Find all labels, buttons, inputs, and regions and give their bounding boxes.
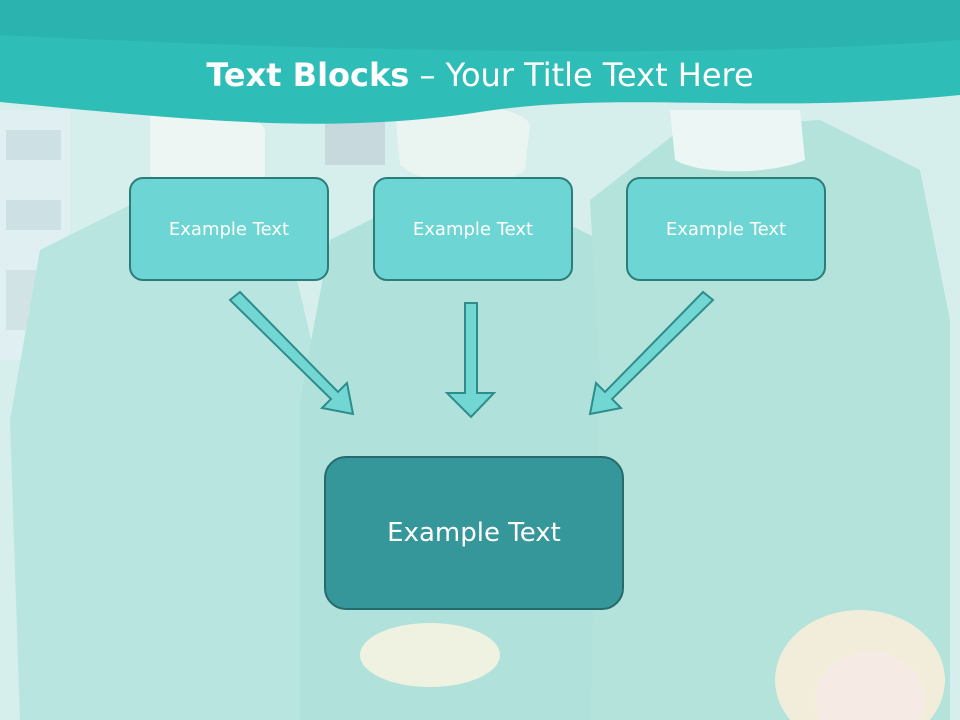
text-block-3[interactable]: Example Text	[626, 177, 826, 281]
text-block-2-label: Example Text	[412, 218, 534, 240]
result-text-block-label: Example Text	[387, 518, 561, 548]
slide-title: Text Blocks – Your Title Text Here	[0, 52, 960, 98]
title-bold: Text Blocks	[206, 56, 410, 94]
text-block-3-label: Example Text	[665, 218, 787, 240]
title-rest: – Your Title Text Here	[409, 56, 754, 94]
title-band	[0, 0, 960, 124]
result-text-block[interactable]: Example Text	[324, 456, 624, 610]
text-block-1-label: Example Text	[168, 218, 290, 240]
text-block-2[interactable]: Example Text	[373, 177, 573, 281]
text-block-1[interactable]: Example Text	[129, 177, 329, 281]
